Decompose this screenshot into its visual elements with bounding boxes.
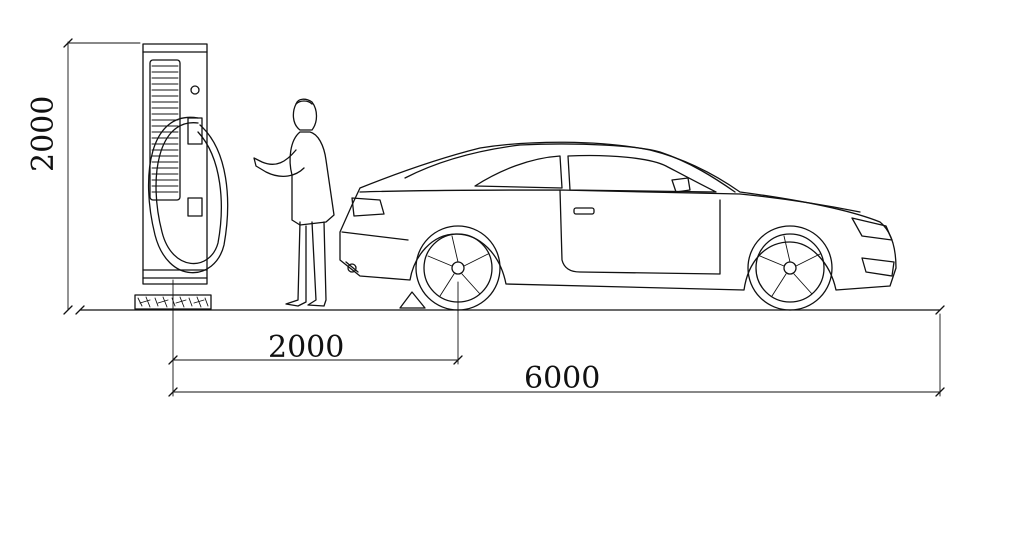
ground-line bbox=[75, 305, 945, 315]
charging-cable bbox=[147, 116, 229, 274]
length-dimension-label: 6000 bbox=[524, 361, 600, 396]
station-grille bbox=[149, 59, 181, 201]
car-side-view bbox=[339, 141, 897, 311]
height-dimension: 2000 bbox=[26, 38, 141, 315]
spacing-dimension-label: 2000 bbox=[268, 330, 344, 365]
spacing-dimension: 2000 bbox=[168, 279, 463, 397]
height-dimension-label: 2000 bbox=[26, 96, 61, 172]
charging-station bbox=[134, 43, 229, 310]
length-dimension: 6000 bbox=[168, 313, 945, 397]
person-figure bbox=[253, 98, 335, 307]
front-wheel bbox=[747, 225, 833, 311]
wheel-chock bbox=[399, 291, 426, 309]
